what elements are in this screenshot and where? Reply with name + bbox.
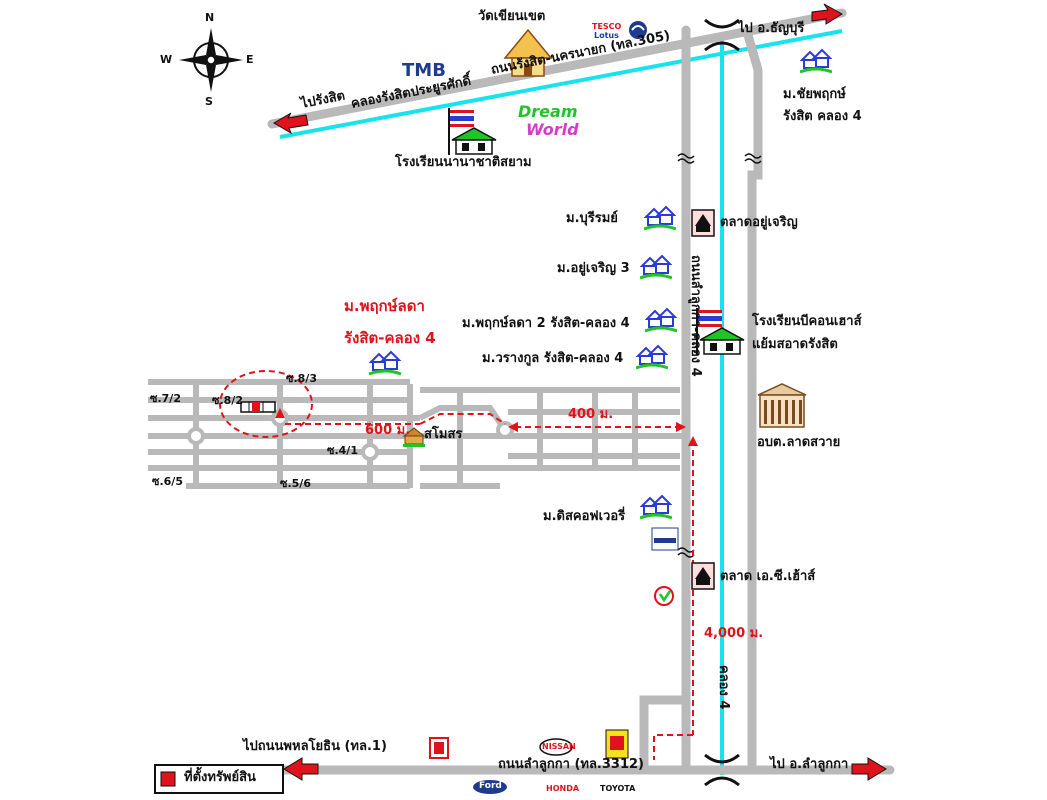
label-to-lamlukka: ไป อ.ลำลูกกา	[770, 757, 849, 772]
label-pruklada2: ม.พฤกษ์ลดา 2 รังสิต-คลอง 4	[462, 316, 630, 331]
label-yucharoen3: ม.อยู่เจริญ 3	[557, 261, 630, 276]
label-ordinance: อบต.ลาดสวาย	[757, 435, 841, 450]
nissan-logo-graphic	[539, 738, 573, 756]
compass-rose	[179, 28, 243, 92]
house-icon	[644, 205, 676, 231]
roundabouts	[187, 409, 514, 461]
label-market-yucharoen: ตลาดอยู่เจริญ	[720, 215, 798, 230]
temple-building	[503, 28, 553, 77]
label-temple: วัดเขียนเขต	[478, 9, 546, 24]
label-soi-6-5: ซ.6/5	[152, 475, 183, 488]
house-icon	[636, 344, 668, 370]
road-breaks	[677, 153, 762, 558]
nissan-logo: NISSAN	[542, 742, 576, 751]
compass-s: S	[205, 95, 213, 108]
bangkok-bank-logo	[629, 21, 647, 39]
label-buriram: ม.บุรีรมย์	[566, 211, 618, 226]
property-marker	[240, 401, 276, 413]
honda-logo: HONDA	[546, 784, 580, 793]
label-soi-4-1: ซ.4/1	[327, 444, 358, 457]
house-icon	[640, 254, 672, 280]
label-bcon-1: โรงเรียนบีคอนเฮาส์	[752, 314, 862, 329]
label-soi-8-2: ซ.8/2	[212, 394, 243, 407]
tmb-logo: TMB	[402, 60, 446, 81]
ordinance-building	[757, 383, 807, 428]
label-to-thanyaburi: ไป อ.ธัญบุรี	[738, 21, 805, 36]
toyota-logo: TOYOTA	[600, 784, 636, 793]
house-icon	[645, 307, 677, 333]
label-warangkul: ม.วรางกูล รังสิต-คลอง 4	[482, 351, 624, 366]
label-canal-4: คลอง 4	[716, 665, 731, 710]
compass-e: E	[246, 53, 254, 66]
road-connector-line	[639, 695, 691, 775]
label-dist-400: 400 ม.	[568, 407, 614, 422]
school-intl-graphic	[448, 108, 497, 155]
compass-n: N	[205, 11, 215, 24]
house-icon	[640, 494, 672, 520]
arrowheads	[275, 408, 698, 446]
label-pruklada-1: ม.พฤกษ์ลดา	[344, 297, 425, 315]
label-intl-school: โรงเรียนนานาชาติสยาม	[395, 155, 532, 170]
house-icon	[368, 350, 402, 376]
label-dist-600: 600 ม.	[365, 423, 411, 438]
label-to-phahon: ไปถนนพหลโยธิน (ทล.1)	[243, 739, 387, 754]
legend-swatch	[160, 771, 176, 787]
house-icon	[800, 48, 832, 74]
gas-station-logo	[429, 737, 449, 759]
route-dashed	[219, 370, 694, 760]
ford-logo-graphic	[473, 780, 507, 794]
label-discovery: ม.ดิสคอฟเวอรี่	[543, 509, 626, 524]
ford-logo: Ford	[479, 781, 502, 791]
compass-w: W	[160, 53, 173, 66]
bridges	[704, 18, 740, 787]
label-road-3312: ถนนลำลูกกา (ทล.3312)	[498, 757, 644, 772]
dream-logo: Dream	[518, 102, 578, 121]
label-pruklada-2: รังสิต-คลอง 4	[344, 329, 436, 347]
label-bcon-2: แย้มสอาดรังสิต	[752, 337, 838, 352]
label-somporn: สโมสร	[424, 427, 463, 442]
lotus-logo: Lotus	[594, 31, 619, 40]
road-east-line	[743, 30, 763, 775]
market-ac-graphic	[691, 562, 715, 590]
market-yucharoen-graphic	[691, 209, 715, 237]
world-logo: World	[526, 120, 579, 139]
label-dist-4000: 4,000 ม.	[704, 626, 764, 641]
main-roads	[267, 8, 895, 775]
club-building	[402, 427, 426, 447]
shell-logo	[605, 729, 629, 759]
tesco-express-graphic	[651, 527, 679, 551]
kbank-logo	[654, 586, 674, 606]
label-market-ac: ตลาด เอ.ซี.เฮ้าส์	[720, 569, 816, 584]
label-soi-5-6: ซ.5/6	[280, 477, 311, 490]
label-chaiyapruek-1: ม.ชัยพฤกษ์	[783, 87, 846, 102]
direction-arrows	[273, 3, 887, 781]
label-chaiyapruek-2: รังสิต คลอง 4	[783, 109, 862, 124]
legend-box	[154, 764, 284, 794]
legend-label: ที่ตั้งทรัพย์สิน	[184, 770, 256, 785]
label-soi-7-2: ซ.7/2	[150, 392, 181, 405]
label-road-vertical: ถนนลำลูกกา-คลอง 4	[688, 255, 703, 377]
school-bcon-graphic	[696, 308, 745, 355]
label-soi-8-3: ซ.8/3	[286, 372, 317, 385]
tesco-logo: TESCO	[592, 22, 622, 31]
